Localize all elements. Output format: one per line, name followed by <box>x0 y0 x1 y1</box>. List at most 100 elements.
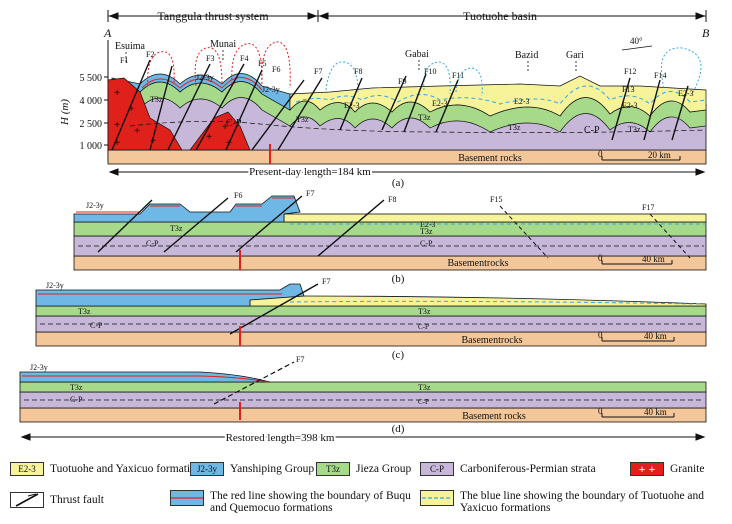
fault-f4: F4 <box>240 54 248 63</box>
label-cp-a1: C-P <box>226 118 242 129</box>
label-cp-b: C-P <box>146 239 159 248</box>
y-axis <box>104 40 109 162</box>
legend-item-red-line: The red line showing the boundary of Buq… <box>170 490 420 514</box>
y-tick-5500: 5 500 <box>80 73 103 84</box>
fault-f2: F2 <box>146 50 154 59</box>
label-cp-d: C-P <box>70 395 83 404</box>
fault-c-f7: F7 <box>322 277 330 286</box>
y-tick-1000: 1 000 <box>80 141 103 152</box>
svg-text:+: + <box>134 125 140 137</box>
scale-b: 40 km <box>642 254 665 264</box>
granite-body <box>107 77 183 151</box>
basement-label-d: Basement rocks <box>462 411 526 422</box>
place-gabai: Gabai <box>405 49 429 60</box>
svg-text:+: + <box>206 131 212 143</box>
label-t-a1: T3z <box>150 95 163 104</box>
scale-zero-d: 0 <box>598 406 603 416</box>
fault-b-f17: F17 <box>642 203 654 212</box>
label-e-a3: E2-3 <box>514 97 530 106</box>
legend-label-red-line: The red line showing the boundary of Buq… <box>210 490 411 514</box>
label-t-b2: T3z <box>420 227 433 236</box>
strike-label: 40° <box>630 36 643 46</box>
label-e-b: E2-3 <box>420 220 436 229</box>
panel-b: F6 F7 F8 F15 F17 J2-3y T3z E2-3 T3z C-P … <box>73 189 707 285</box>
fault-f1: F1 <box>120 56 128 65</box>
panel-c: F7 J2-3y T3z T3z C-P C-P Basementrocks 0… <box>35 277 707 361</box>
fault-f5: F5 <box>258 59 266 68</box>
legend-label-j: Yanshiping Group <box>230 463 315 475</box>
scale-a: 20 km <box>648 150 671 160</box>
label-t-a3: T3z <box>418 113 431 122</box>
panel-label-d: (d) <box>392 423 405 435</box>
label-t-c: T3z <box>78 307 91 316</box>
place-bazid: Bazid <box>515 50 538 61</box>
legend-item-cp: C-P Carboniferous-Permian strata <box>420 462 596 476</box>
label-t-a2: T3z <box>296 115 309 124</box>
legend-item-j: J2-3y Yanshiping Group <box>190 462 314 476</box>
legend-item-t: T3z Jieza Group <box>316 462 411 476</box>
legend-item-thrust: Thrust fault <box>10 492 104 508</box>
legend-swatch-granite: + + <box>630 462 664 476</box>
label-cp-b2: C-P <box>420 239 433 248</box>
svg-text:+: + <box>128 103 134 115</box>
fault-f7: F7 <box>314 67 322 76</box>
thrust-fault-icon <box>10 492 44 508</box>
y-axis-label: H (m) <box>59 99 71 126</box>
svg-text:+: + <box>114 119 120 131</box>
legend-label-cp: Carboniferous-Permian strata <box>460 463 596 475</box>
section-end-a: A <box>103 26 112 40</box>
fault-b-f6: F6 <box>234 191 242 200</box>
basement-label-b: Basementrocks <box>447 258 508 269</box>
panel-a: +++ +++ +++ <box>107 41 707 189</box>
basement-label-a: Basement rocks <box>458 153 522 164</box>
label-t-d: T3z <box>70 383 83 392</box>
label-cp-d2: C-P <box>418 398 429 406</box>
panel-d: F7 J2-3y T3z T3z C-P C-P Basement rocks … <box>19 355 707 446</box>
legend-label-blue-line: The blue line showing the boundary of Tu… <box>460 490 705 514</box>
fault-b-f7: F7 <box>306 189 314 198</box>
label-e-a1: E2-3 <box>344 101 360 110</box>
present-length: Present-day length=184 km <box>249 166 371 178</box>
legend: E2-3 Tuotuohe and Yaxicuo formations J2-… <box>0 448 732 524</box>
label-e-a4: E2-3 <box>622 101 638 110</box>
label-j-a: J2-3y <box>196 73 214 82</box>
y-tick-2500: 2 500 <box>80 119 103 130</box>
scale-zero-b: 0 <box>598 253 603 263</box>
fault-f9: F9 <box>398 77 406 86</box>
label-cp-a2: C-P <box>584 125 600 136</box>
legend-item-e23: E2-3 Tuotuohe and Yaxicuo formations <box>10 462 206 476</box>
legend-swatch-t: T3z <box>316 462 350 476</box>
legend-label-granite: Granite <box>670 463 705 475</box>
legend-item-blue-line: The blue line showing the boundary of Tu… <box>420 490 715 514</box>
basement-label-c: Basementrocks <box>461 335 522 346</box>
left-system-label: Tanggula thrust system <box>157 9 269 23</box>
label-t-b: T3z <box>170 224 183 233</box>
red-line-icon <box>170 490 204 506</box>
fault-f13: F13 <box>622 85 634 94</box>
svg-text:+: + <box>114 137 120 149</box>
place-munai: Munai <box>210 39 236 50</box>
svg-text:+: + <box>222 121 228 133</box>
scale-c: 40 km <box>644 331 667 341</box>
fault-f14: F14 <box>654 71 666 80</box>
label-cp-c2: C-P <box>418 323 429 331</box>
restored-length: Restored length=398 km <box>226 432 335 444</box>
label-j-a2: J2-3y <box>262 85 280 94</box>
fault-f11: F11 <box>452 71 464 80</box>
panel-label-a: (a) <box>392 177 405 189</box>
fault-f8: F8 <box>354 67 362 76</box>
panel-label-c: (c) <box>392 349 405 361</box>
fault-f6: F6 <box>272 65 280 74</box>
place-gari: Gari <box>566 50 584 61</box>
place-esuima: Esuima <box>115 41 146 52</box>
y-tick-4000: 4 000 <box>80 96 103 107</box>
scale-d: 40 km <box>644 407 667 417</box>
svg-text:+: + <box>150 135 156 147</box>
label-j-b: J2-3y <box>86 201 104 210</box>
legend-swatch-j: J2-3y <box>190 462 224 476</box>
label-t-a5: T3z <box>628 125 641 134</box>
fault-f10: F10 <box>424 67 436 76</box>
fault-f3: F3 <box>206 54 214 63</box>
label-cp-c: C-P <box>90 321 103 330</box>
label-e-a2: E2-3 <box>432 99 448 108</box>
